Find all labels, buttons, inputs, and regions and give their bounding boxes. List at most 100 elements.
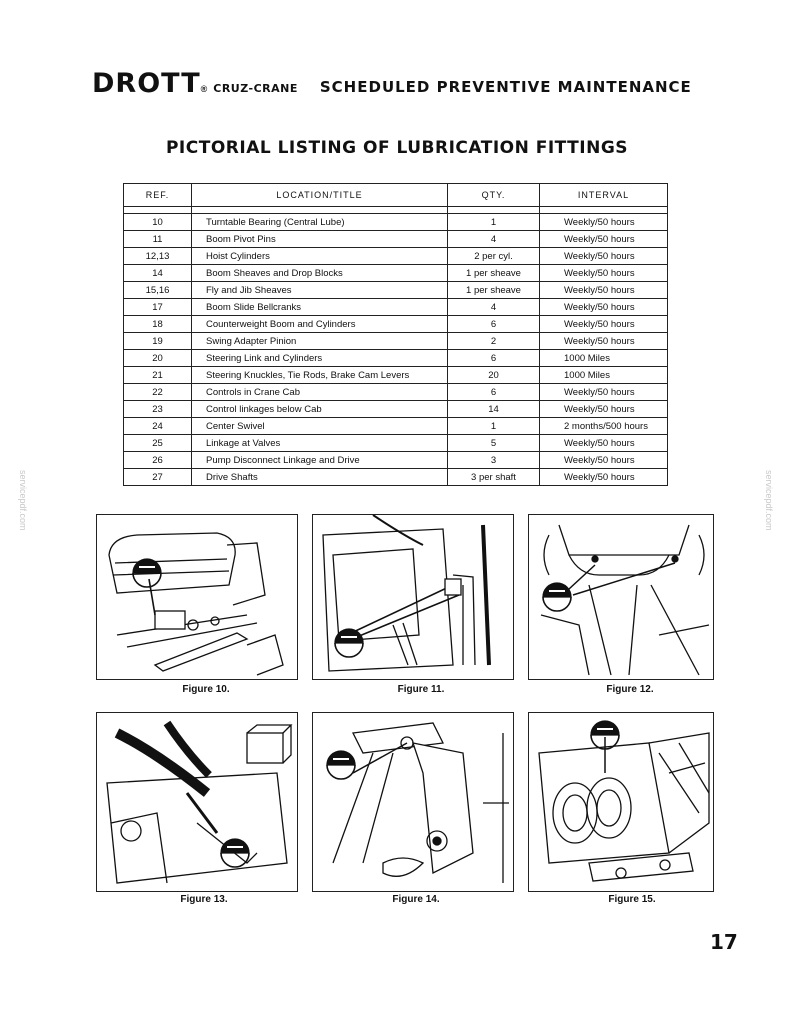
cell-interval: Weekly/50 hours [539, 400, 668, 418]
cell-ref: 12,13 [123, 247, 192, 265]
cell-qty: 14 [447, 400, 540, 418]
figure-10-illustration [96, 514, 298, 680]
col-header-interval: INTERVAL [539, 183, 668, 207]
cell-interval: Weekly/50 hours [539, 230, 668, 248]
cell-ref: 14 [123, 264, 192, 282]
brand-subtitle: CRUZ-CRANE [213, 82, 298, 95]
cell-location: Swing Adapter Pinion [191, 332, 448, 350]
cell-qty: 20 [447, 366, 540, 384]
figure-11-caption: Figure 11. [397, 684, 445, 695]
cell-location: Turntable Bearing (Central Lube) [191, 213, 448, 231]
cell-qty: 1 per sheave [447, 281, 540, 299]
listing-title: PICTORIAL LISTING OF LUBRICATION FITTING… [165, 138, 629, 158]
cell-location: Pump Disconnect Linkage and Drive [191, 451, 448, 469]
cell-ref: 21 [123, 366, 192, 384]
cell-interval: Weekly/50 hours [539, 383, 668, 401]
header-title: SCHEDULED PREVENTIVE MAINTENANCE [319, 78, 692, 96]
table-spacer [123, 206, 668, 214]
cell-qty: 2 per cyl. [447, 247, 540, 265]
cell-location: Drive Shafts [191, 468, 448, 486]
cell-interval: Weekly/50 hours [539, 264, 668, 282]
cell-ref: 11 [123, 230, 192, 248]
col-header-ref: REF. [123, 183, 192, 207]
cell-ref: 24 [123, 417, 192, 435]
figure-12-illustration [528, 514, 714, 680]
cell-qty: 1 [447, 213, 540, 231]
page-number: 17 [710, 930, 738, 954]
cell-ref: 15,16 [123, 281, 192, 299]
cell-interval: Weekly/50 hours [539, 281, 668, 299]
cell-interval: Weekly/50 hours [539, 298, 668, 316]
cell-ref: 10 [123, 213, 192, 231]
cell-interval: Weekly/50 hours [539, 315, 668, 333]
cell-location: Boom Sheaves and Drop Blocks [191, 264, 448, 282]
table-header-row: REF. LOCATION/TITLE QTY. INTERVAL [123, 183, 668, 207]
cell-location: Center Swivel [191, 417, 448, 435]
cell-ref: 27 [123, 468, 192, 486]
figure-13-illustration [96, 712, 298, 892]
cell-ref: 20 [123, 349, 192, 367]
cell-qty: 5 [447, 434, 540, 452]
cell-interval: Weekly/50 hours [539, 247, 668, 265]
cell-qty: 6 [447, 349, 540, 367]
figure-12-caption: Figure 12. [606, 684, 654, 695]
cell-qty: 4 [447, 230, 540, 248]
cell-ref: 22 [123, 383, 192, 401]
cell-location: Linkage at Valves [191, 434, 448, 452]
cell-ref: 18 [123, 315, 192, 333]
cell-location: Fly and Jib Sheaves [191, 281, 448, 299]
cell-location: Counterweight Boom and Cylinders [191, 315, 448, 333]
cell-location: Control linkages below Cab [191, 400, 448, 418]
cell-interval: Weekly/50 hours [539, 434, 668, 452]
figure-14-caption: Figure 14. [392, 894, 440, 905]
cell-interval: Weekly/50 hours [539, 213, 668, 231]
watermark-right: servicepdf.com [764, 470, 774, 531]
cell-location: Steering Link and Cylinders [191, 349, 448, 367]
brand-logo: DROTT [92, 68, 201, 99]
cell-location: Steering Knuckles, Tie Rods, Brake Cam L… [191, 366, 448, 384]
figure-15-illustration [528, 712, 714, 892]
cell-interval: Weekly/50 hours [539, 451, 668, 469]
figure-13-caption: Figure 13. [180, 894, 228, 905]
cell-qty: 6 [447, 315, 540, 333]
cell-ref: 25 [123, 434, 192, 452]
cell-qty: 3 per shaft [447, 468, 540, 486]
figure-15-caption: Figure 15. [608, 894, 656, 905]
col-header-qty: QTY. [447, 183, 540, 207]
figure-10-caption: Figure 10. [182, 684, 230, 695]
cell-ref: 17 [123, 298, 192, 316]
cell-ref: 26 [123, 451, 192, 469]
figure-11-illustration [312, 514, 514, 680]
cell-qty: 1 per sheave [447, 264, 540, 282]
watermark-left: servicepdf.com [18, 470, 28, 531]
cell-location: Boom Slide Bellcranks [191, 298, 448, 316]
cell-qty: 2 [447, 332, 540, 350]
cell-interval: Weekly/50 hours [539, 468, 668, 486]
page-header: DROTT ® CRUZ-CRANE SCHEDULED PREVENTIVE … [92, 68, 742, 99]
cell-interval: Weekly/50 hours [539, 332, 668, 350]
cell-interval: 1000 Miles [539, 349, 668, 367]
cell-ref: 19 [123, 332, 192, 350]
cell-interval: 2 months/500 hours [539, 417, 668, 435]
cell-ref: 23 [123, 400, 192, 418]
col-header-location: LOCATION/TITLE [191, 183, 448, 207]
cell-location: Boom Pivot Pins [191, 230, 448, 248]
cell-qty: 4 [447, 298, 540, 316]
cell-qty: 6 [447, 383, 540, 401]
